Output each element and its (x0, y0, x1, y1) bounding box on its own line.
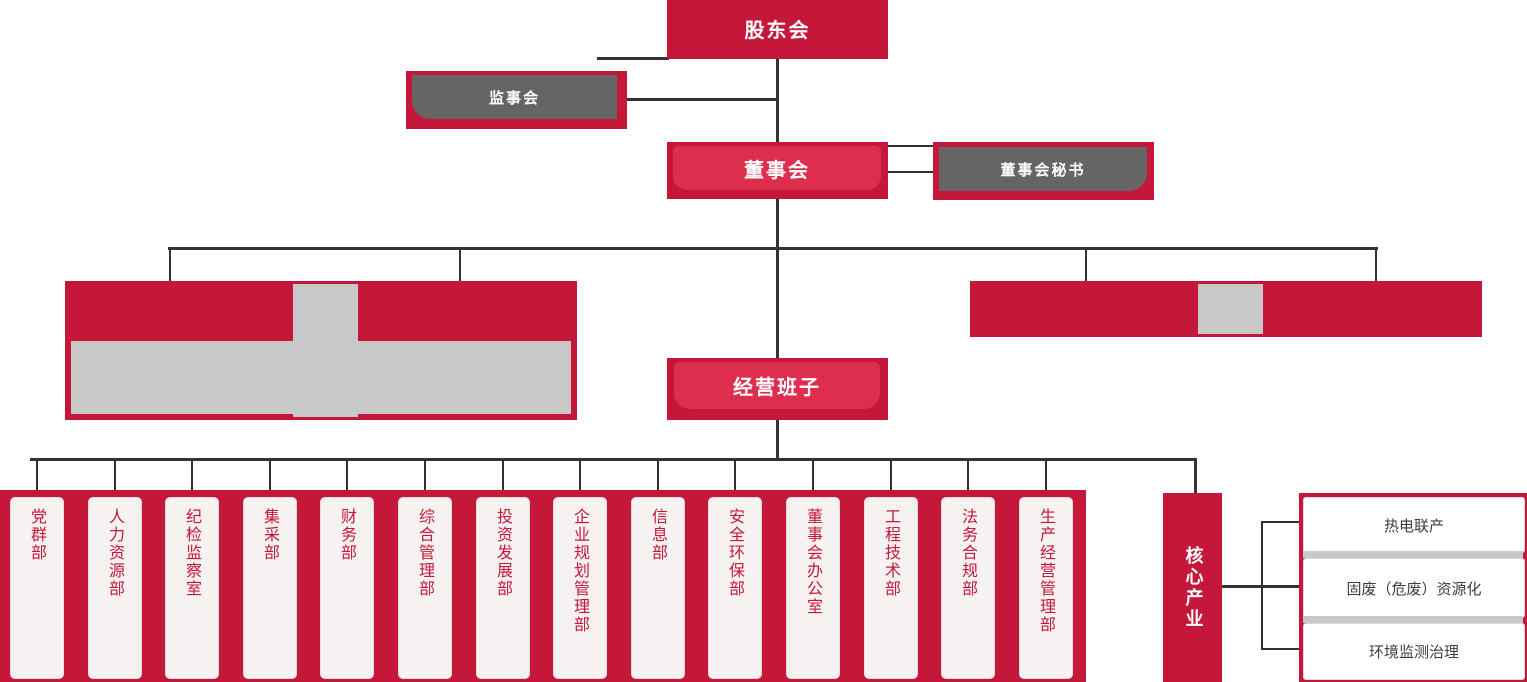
connector-drop-department-14 (1045, 458, 1047, 497)
box-department-label: 工程技术部 (882, 508, 901, 598)
connector-drop-department-13 (967, 458, 969, 497)
industry-separator-1 (1303, 551, 1523, 558)
connector-drop-core-industry (1194, 458, 1197, 494)
connector-supervisors-to-spine (625, 98, 778, 101)
box-core-industry-label: 核心产业 (1182, 545, 1204, 630)
connector-drop-compensation (1375, 247, 1377, 287)
connector-drop-department-8 (579, 458, 581, 497)
connector-spine-shareholders-board (776, 58, 779, 146)
box-industry-label: 固废（危废）资源化 (1346, 579, 1482, 598)
industry-separator-2 (1303, 616, 1523, 623)
box-department-label: 安全环保部 (726, 508, 745, 598)
box-department-label: 集采部 (261, 508, 280, 562)
box-shareholders-label: 股东会 (744, 17, 811, 42)
box-board-secretary[interactable]: 董事会秘书 (933, 142, 1154, 200)
box-department-3[interactable]: 纪检监察室 (165, 497, 219, 679)
box-department-label: 董事会办公室 (804, 508, 823, 616)
connector-drop-department-11 (812, 458, 814, 497)
connector-shareholders-left-stub (597, 57, 669, 60)
department-backing-plate (0, 490, 1086, 682)
box-management[interactable]: 经营班子 (667, 358, 888, 420)
committee-group-left (65, 281, 577, 420)
box-department-11[interactable]: 董事会办公室 (786, 497, 840, 679)
connector-core-branch-3 (1261, 648, 1305, 650)
box-management-label: 经营班子 (733, 375, 821, 399)
box-department-label: 综合管理部 (416, 508, 435, 598)
connector-department-bus (30, 458, 1197, 461)
box-department-7[interactable]: 投资发展部 (476, 497, 530, 679)
connector-drop-audit (169, 247, 171, 287)
box-department-label: 生产经营管理部 (1037, 508, 1056, 634)
box-supervisors-label: 监事会 (488, 88, 540, 107)
connector-drop-department-7 (502, 458, 504, 497)
connector-spine-management-bottom (776, 420, 779, 460)
connector-spine-board-management (776, 196, 779, 363)
box-industry-1[interactable]: 热电联产 (1303, 497, 1525, 553)
connector-drop-department-2 (114, 458, 116, 497)
box-department-6[interactable]: 综合管理部 (398, 497, 452, 679)
connector-drop-nomination (459, 247, 461, 287)
connector-committee-bus (168, 247, 1378, 250)
box-board[interactable]: 董事会 (667, 142, 888, 199)
box-board-label: 董事会 (744, 157, 810, 182)
connector-drop-department-4 (269, 458, 271, 497)
box-core-industry[interactable]: 核心产业 (1163, 493, 1222, 682)
connector-drop-strategy (1085, 247, 1087, 287)
box-department-5[interactable]: 财务部 (320, 497, 374, 679)
connector-drop-department-6 (424, 458, 426, 497)
committee-group-right (970, 281, 1482, 337)
box-supervisors-inner: 监事会 (412, 75, 617, 119)
connector-drop-department-12 (890, 458, 892, 497)
grey-fill-right-column (1198, 284, 1263, 334)
box-department-label: 法务合规部 (959, 508, 978, 598)
box-department-13[interactable]: 法务合规部 (941, 497, 995, 679)
box-department-label: 党群部 (28, 508, 47, 562)
box-industry-3[interactable]: 环境监测治理 (1303, 623, 1525, 680)
connector-board-secretary-top (886, 145, 936, 147)
connector-core-branch-1 (1261, 521, 1305, 523)
box-supervisors[interactable]: 监事会 (406, 71, 627, 129)
connector-drop-department-5 (346, 458, 348, 497)
box-department-12[interactable]: 工程技术部 (864, 497, 918, 679)
box-board-secretary-inner: 董事会秘书 (939, 147, 1147, 191)
box-department-1[interactable]: 党群部 (10, 497, 64, 679)
box-department-label: 投资发展部 (494, 508, 513, 598)
box-management-inner: 经营班子 (674, 362, 880, 409)
box-department-8[interactable]: 企业规划管理部 (553, 497, 607, 679)
connector-board-secretary-bottom (886, 171, 936, 173)
connector-drop-department-9 (657, 458, 659, 497)
box-department-label: 信息部 (649, 508, 668, 562)
box-department-label: 企业规划管理部 (571, 508, 590, 634)
connector-drop-department-1 (36, 458, 38, 497)
box-department-2[interactable]: 人力资源部 (88, 497, 142, 679)
connector-core-branch-2 (1261, 585, 1305, 587)
connector-drop-department-3 (191, 458, 193, 497)
grey-fill-left-band (71, 341, 571, 414)
box-department-14[interactable]: 生产经营管理部 (1019, 497, 1073, 679)
box-department-label: 人力资源部 (106, 508, 125, 598)
box-industry-label: 热电联产 (1383, 516, 1444, 535)
connector-drop-department-10 (734, 458, 736, 497)
box-department-9[interactable]: 信息部 (631, 497, 685, 679)
box-industry-2[interactable]: 固废（危废）资源化 (1303, 558, 1525, 618)
box-board-inner: 董事会 (673, 146, 881, 190)
box-board-secretary-label: 董事会秘书 (1000, 160, 1086, 179)
box-department-label: 纪检监察室 (183, 508, 202, 598)
box-department-4[interactable]: 集采部 (243, 497, 297, 679)
box-industry-label: 环境监测治理 (1368, 643, 1459, 661)
box-department-label: 财务部 (338, 508, 357, 562)
box-shareholders[interactable]: 股东会 (667, 0, 888, 59)
box-department-10[interactable]: 安全环保部 (708, 497, 762, 679)
